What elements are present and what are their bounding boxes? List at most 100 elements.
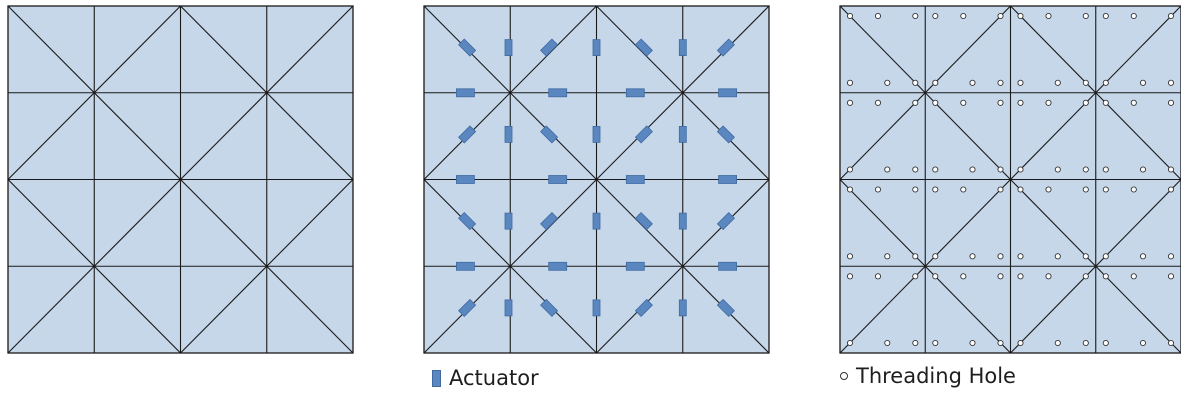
- threading-hole: [846, 273, 854, 280]
- threading-hole: [1130, 273, 1137, 280]
- threading-hole-legend-label: Threading Hole: [856, 364, 1016, 388]
- threading-hole: [912, 339, 919, 347]
- threading-hole: [932, 166, 939, 173]
- threading-hole: [1017, 79, 1024, 86]
- diagonal-line: [839, 5, 1011, 180]
- actuator-mark: [458, 125, 477, 144]
- threading-hole: [1130, 12, 1137, 20]
- threading-hole: [997, 253, 1004, 260]
- diagonal-line: [7, 179, 181, 354]
- threading-hole: [1045, 186, 1052, 193]
- threading-hole: [932, 12, 939, 20]
- threading-hole: [1054, 253, 1061, 260]
- actuator-mark: [634, 38, 653, 57]
- actuator-legend-label: Actuator: [449, 366, 539, 390]
- actuator-mark: [718, 88, 737, 98]
- threading-hole: [1054, 339, 1061, 347]
- threading-hole: [969, 253, 976, 260]
- actuator-mark: [548, 261, 568, 271]
- actuator-mesh-panel: [423, 5, 770, 354]
- threading-hole: [846, 186, 854, 193]
- threading-hole: [1082, 273, 1089, 280]
- actuator-mark: [504, 212, 513, 230]
- threading-hole: [1082, 186, 1089, 193]
- threading-hole: [1017, 339, 1024, 347]
- diagonal-line: [1010, 179, 1181, 354]
- threading-hole: [846, 253, 854, 260]
- threading-hole: [1082, 166, 1089, 173]
- threading-hole: [846, 12, 854, 20]
- threading-hole: [1054, 79, 1061, 86]
- threading-hole: [912, 12, 919, 20]
- threading-hole: [932, 99, 939, 106]
- threading-hole: [846, 339, 854, 347]
- actuator-mark: [548, 88, 568, 98]
- threading-hole: [997, 12, 1004, 20]
- actuator-mark: [458, 298, 477, 317]
- threading-hole: [1167, 166, 1175, 173]
- actuator-legend-icon: [432, 369, 441, 387]
- threading-hole: [960, 273, 967, 280]
- actuator-mark: [716, 212, 735, 231]
- threading-hole: [846, 166, 854, 173]
- actuator-mark: [540, 125, 559, 144]
- threading-hole: [1130, 99, 1137, 106]
- threading-hole: [884, 253, 891, 260]
- actuator-mark: [634, 298, 653, 317]
- actuator-mark: [625, 88, 645, 98]
- actuator-mark: [540, 38, 559, 57]
- threading-hole: [932, 186, 939, 193]
- threading-hole-legend-icon: [840, 372, 848, 380]
- threading-hole: [960, 12, 967, 20]
- threading-hole: [1130, 186, 1137, 193]
- threading-hole: [884, 166, 891, 173]
- threading-hole: [1017, 99, 1024, 106]
- threading-hole: [1102, 99, 1109, 106]
- threading-hole: [1102, 79, 1109, 86]
- threading-hole: [1102, 339, 1109, 347]
- threading-hole: [1167, 253, 1175, 260]
- threading-hole: [969, 79, 976, 86]
- threading-hole: [1167, 12, 1175, 20]
- threading-hole: [1082, 79, 1089, 86]
- diagonal-line: [1010, 5, 1181, 180]
- threading-hole: [1139, 253, 1147, 260]
- threading-hole: [997, 339, 1004, 347]
- diagonal-line: [180, 5, 354, 180]
- threading-hole: [997, 273, 1004, 280]
- threading-hole: [1167, 79, 1175, 86]
- threading-hole-legend: Threading Hole: [840, 364, 1016, 388]
- actuator-mark: [540, 298, 559, 317]
- threading-hole: [846, 79, 854, 86]
- actuator-mark: [716, 125, 735, 144]
- threading-hole: [1045, 12, 1052, 20]
- threading-hole: [997, 99, 1004, 106]
- threading-hole-mesh-panel: [839, 5, 1181, 354]
- threading-hole: [1139, 166, 1147, 173]
- actuator-mark: [592, 39, 601, 56]
- actuator-mark: [718, 261, 737, 271]
- threading-hole: [1102, 273, 1109, 280]
- threading-hole: [912, 166, 919, 173]
- actuator-mark: [678, 212, 687, 230]
- actuator-mark: [458, 38, 477, 57]
- threading-hole: [884, 79, 891, 86]
- actuator-mark: [458, 212, 477, 231]
- diagonal-line: [180, 179, 354, 354]
- threading-hole: [1082, 12, 1089, 20]
- threading-hole: [997, 79, 1004, 86]
- actuator-mark: [625, 261, 645, 271]
- threading-hole: [1082, 99, 1089, 106]
- actuator-mark: [504, 299, 513, 317]
- threading-hole: [997, 186, 1004, 193]
- actuator-mark: [625, 175, 645, 184]
- actuator-mark: [678, 299, 687, 317]
- threading-hole: [1139, 339, 1147, 347]
- diagonal-line: [7, 5, 181, 180]
- actuator-mark: [455, 261, 475, 271]
- actuator-mark: [455, 175, 475, 184]
- threading-hole: [1167, 186, 1175, 193]
- threading-hole: [1017, 273, 1024, 280]
- threading-hole: [1045, 99, 1052, 106]
- threading-hole: [997, 166, 1004, 173]
